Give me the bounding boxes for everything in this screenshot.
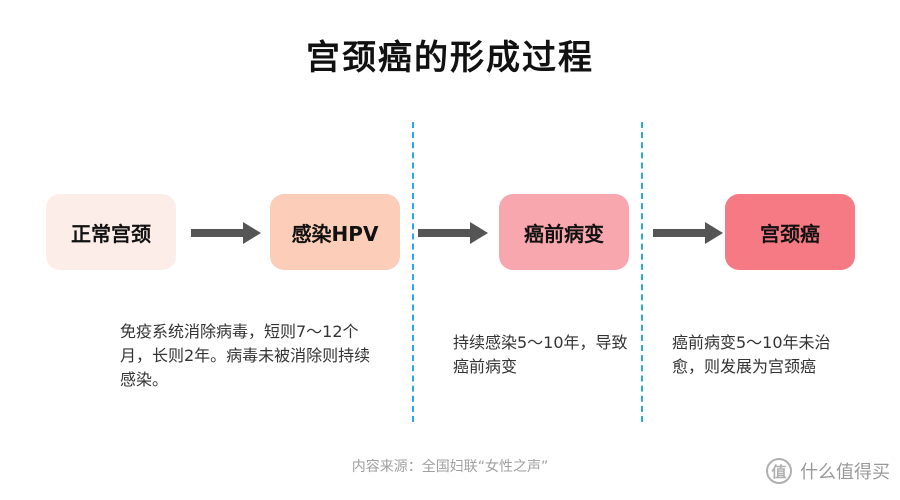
arrow-right-icon	[653, 222, 723, 244]
watermark-text: 什么值得买	[800, 462, 890, 483]
arrow-right-icon	[418, 222, 488, 244]
source-note: 内容来源：全国妇联“女性之声”	[351, 459, 549, 475]
arrow-right-icon	[191, 222, 261, 244]
stage-label: 正常宫颈	[71, 221, 151, 246]
stage-hpv-infection: 感染HPV	[270, 194, 400, 270]
diagram-title: 宫颈癌的形成过程	[306, 38, 594, 78]
stage-normal-cervix: 正常宫颈	[46, 194, 176, 270]
stage-divider	[641, 122, 643, 422]
watermark-logo-icon: 值	[766, 458, 792, 484]
stage-label: 癌前病变	[524, 221, 604, 246]
stage-precancerous-lesion: 癌前病变	[499, 194, 629, 270]
description-precancer-to-cancer: 癌前病变5～10年未治愈，则发展为宫颈癌	[672, 333, 831, 376]
stage-cervical-cancer: 宫颈癌	[725, 194, 855, 270]
stage-label: 宫颈癌	[760, 221, 820, 246]
stage-divider	[412, 122, 414, 422]
description-hpv-to-precancer: 持续感染5～10年，导致癌前病变	[453, 333, 628, 376]
watermark: 值 什么值得买	[766, 458, 890, 484]
stage-label: 感染HPV	[291, 221, 379, 246]
description-normal-to-hpv: 免疫系统消除病毒，短则7～12个月，长则2年。病毒未被消除则持续感染。	[120, 322, 371, 389]
